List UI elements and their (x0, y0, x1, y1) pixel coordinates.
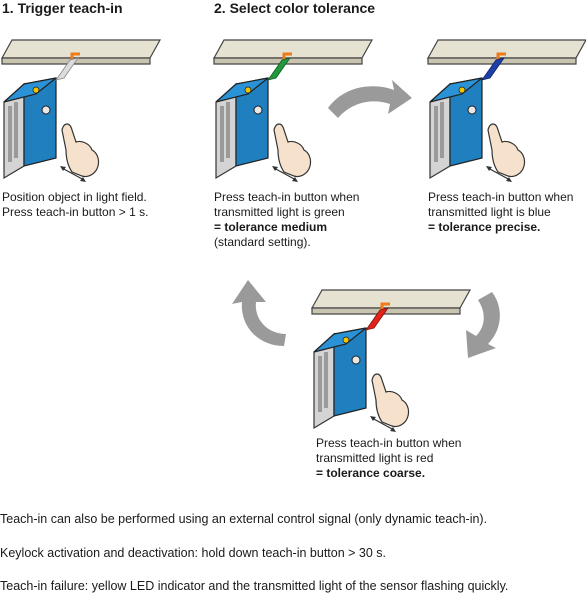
caption-red-line2: transmitted light is red (316, 451, 434, 465)
caption-green-line2: transmitted light is green (214, 205, 345, 219)
panel-blue-tolerance (426, 38, 586, 184)
red-light-beam (365, 307, 389, 331)
caption-blue-line2: transmitted light is blue (428, 205, 551, 219)
step1-heading: 1. Trigger teach-in (2, 0, 123, 16)
caption-red-line1: Press teach-in button when (316, 436, 462, 450)
white-light-beam (55, 57, 79, 81)
panel-red-tolerance (310, 288, 472, 434)
caption-red-bold: = tolerance coarse. (316, 466, 426, 480)
caption-blue-bold: = tolerance precise. (428, 220, 541, 234)
caption-green-line4: (standard setting). (214, 235, 311, 249)
cycle-arrow-green-to-blue-icon (328, 80, 412, 118)
caption-green: Press teach-in button when transmitted l… (214, 190, 359, 250)
blue-light-beam (481, 57, 505, 81)
green-light-beam (267, 57, 291, 81)
panel-trigger-teach-in (0, 38, 162, 184)
note-keylock: Keylock activation and deactivation: hol… (0, 546, 387, 560)
caption-trigger: Position object in light field. Press te… (2, 190, 148, 220)
caption-green-bold: = tolerance medium (214, 220, 328, 234)
caption-trigger-line1: Position object in light field. (2, 190, 147, 204)
note-teach-in-failure: Teach-in failure: yellow LED indicator a… (0, 579, 509, 593)
caption-trigger-line2: Press teach-in button > 1 s. (2, 205, 149, 219)
caption-blue: Press teach-in button when transmitted l… (428, 190, 573, 235)
caption-green-line1: Press teach-in button when (214, 190, 360, 204)
cycle-arrow-red-to-green-icon (232, 280, 286, 346)
step2-heading: 2. Select color tolerance (214, 0, 376, 16)
caption-blue-line1: Press teach-in button when (428, 190, 574, 204)
note-external-signal: Teach-in can also be performed using an … (0, 512, 488, 526)
cycle-arrow-blue-to-red-icon (466, 292, 500, 358)
panel-green-tolerance (212, 38, 374, 184)
caption-red: Press teach-in button when transmitted l… (316, 436, 461, 481)
